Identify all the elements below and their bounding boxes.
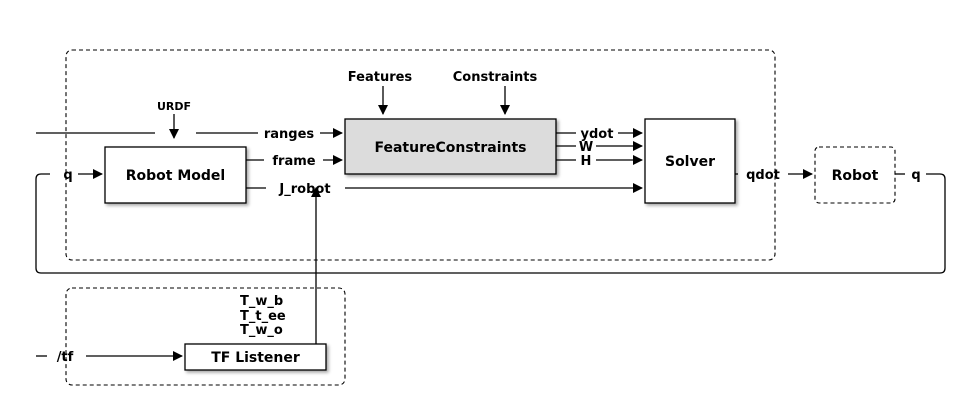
solver-label: Solver — [665, 154, 715, 170]
transform-label: T_w_o — [240, 323, 283, 338]
solver-block[interactable] — [644, 118, 736, 204]
jrobot-label: J_robot — [278, 182, 330, 197]
robot-model-block[interactable] — [104, 146, 247, 204]
h-label: H — [581, 154, 592, 169]
ydot-label: ydot — [581, 127, 614, 142]
transform-label: T_w_b — [240, 294, 283, 309]
q-input-label: q — [63, 168, 72, 183]
feature-constraints-block[interactable] — [344, 118, 557, 175]
tf-listener-label: TF Listener — [211, 350, 300, 366]
robot-label: Robot — [832, 168, 879, 184]
constraints-label: Constraints — [453, 70, 538, 85]
feature-constraints-label: FeatureConstraints — [374, 140, 526, 156]
ranges-label: ranges — [264, 127, 315, 142]
qdot-label: qdot — [746, 168, 780, 183]
controller-group-boundary — [65, 49, 776, 261]
transform-label: T_t_ee — [240, 309, 286, 324]
robot-block[interactable] — [814, 146, 896, 204]
tf-input-label: /tf — [57, 350, 74, 365]
urdf-label: URDF — [157, 100, 191, 113]
q-output-label: q — [911, 168, 920, 183]
feedback-loop-edge — [35, 173, 946, 274]
frame-label: frame — [272, 154, 315, 169]
w-label: W — [579, 140, 593, 155]
robot-model-label: Robot Model — [126, 168, 225, 184]
features-label: Features — [348, 70, 413, 85]
tf-group-boundary — [65, 287, 346, 386]
tf-listener-block[interactable] — [184, 343, 327, 371]
